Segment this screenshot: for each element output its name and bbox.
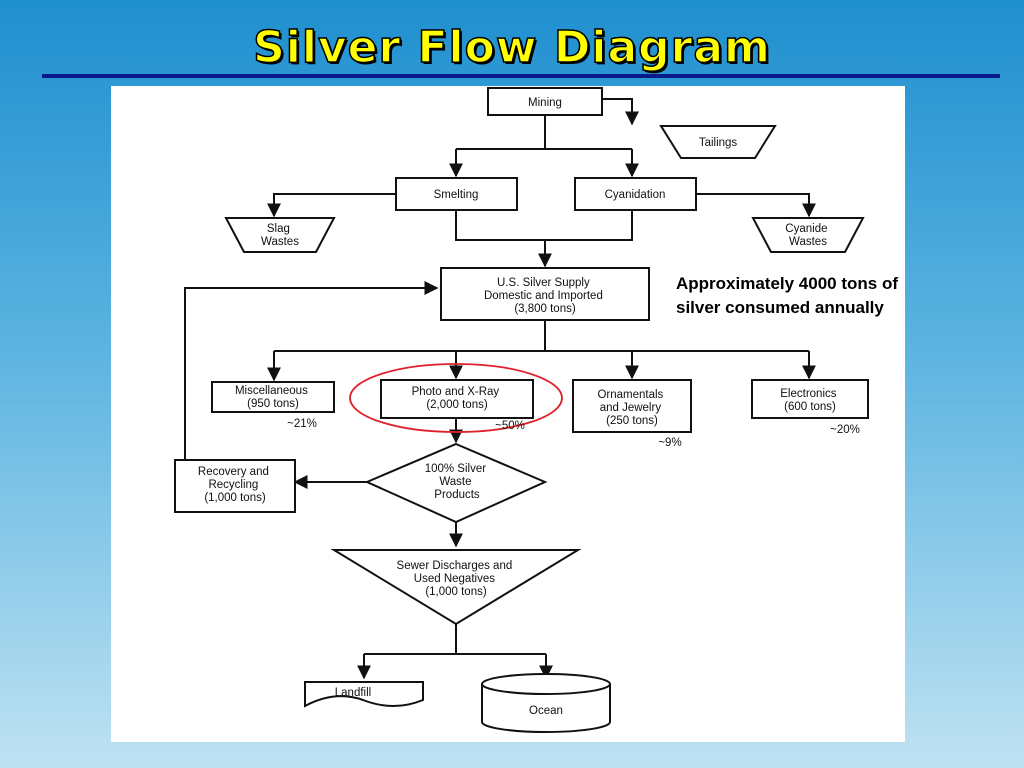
node-miscellaneous	[211, 381, 335, 413]
node-slag-wastes	[224, 217, 336, 253]
connector-cyanidation-cyanide	[696, 193, 816, 218]
label-sewer: Sewer Discharges and Used Negatives (1,0…	[397, 560, 516, 598]
label-miscellaneous: Miscellaneous (950 tons)	[235, 385, 311, 410]
node-cyanidation	[574, 177, 697, 211]
connector-merge-bar	[455, 210, 633, 241]
pct-photo-xray: ~50%	[495, 420, 525, 432]
highlight-circle	[349, 363, 563, 433]
label-electronics: Electronics (600 tons)	[780, 388, 839, 413]
label-recovery: Recovery and Recycling (1,000 tons)	[198, 466, 272, 504]
diagram-panel: Mining Tailings Smelting Cyanidation Sla…	[111, 86, 905, 742]
label-tailings: Tailings	[699, 137, 738, 149]
label-ornamentals: Ornamentals and Jewelry (250 tons)	[597, 389, 666, 427]
label-mining: Mining	[528, 97, 562, 109]
connector-smelting-slag	[267, 193, 396, 218]
node-sewer	[330, 549, 582, 626]
node-tailings	[659, 125, 777, 159]
node-ocean-top	[481, 673, 611, 695]
silver-flow-diagram: Mining Tailings Smelting Cyanidation Sla…	[174, 87, 869, 733]
slide-title: Silver Flow Diagram	[252, 21, 771, 74]
label-waste-products: 100% Silver Waste Products	[425, 463, 490, 501]
node-waste-products	[364, 442, 548, 524]
node-ornamentals	[572, 379, 692, 433]
node-smelting	[395, 177, 518, 211]
label-slag-wastes: Slag Wastes	[261, 223, 299, 248]
node-electronics	[751, 379, 869, 419]
connector-mining-tailings	[602, 98, 639, 126]
label-cyanidation: Cyanidation	[605, 189, 666, 201]
node-recovery	[174, 459, 296, 513]
title-divider	[42, 74, 1000, 78]
label-photo-xray: Photo and X-Ray (2,000 tons)	[412, 386, 503, 411]
pct-miscellaneous: ~21%	[287, 418, 317, 430]
pct-electronics: ~20%	[830, 424, 860, 436]
connector-recovery-supply	[184, 281, 439, 460]
node-ocean-body	[481, 684, 611, 733]
node-photo-xray	[380, 379, 534, 419]
label-ocean: Ocean	[529, 705, 563, 717]
label-us-silver-supply: U.S. Silver Supply Domestic and Imported…	[484, 277, 606, 315]
node-us-silver-supply	[440, 267, 650, 321]
label-landfill: Landfill	[335, 687, 371, 699]
annotation-text: Approximately 4000 tons of silver consum…	[676, 274, 899, 317]
node-cyanide-wastes	[751, 217, 865, 253]
node-mining	[487, 87, 603, 116]
label-smelting: Smelting	[434, 189, 479, 201]
node-landfill	[304, 681, 424, 708]
pct-ornamentals: ~9%	[658, 437, 681, 449]
label-cyanide-wastes: Cyanide Wastes	[785, 223, 830, 248]
